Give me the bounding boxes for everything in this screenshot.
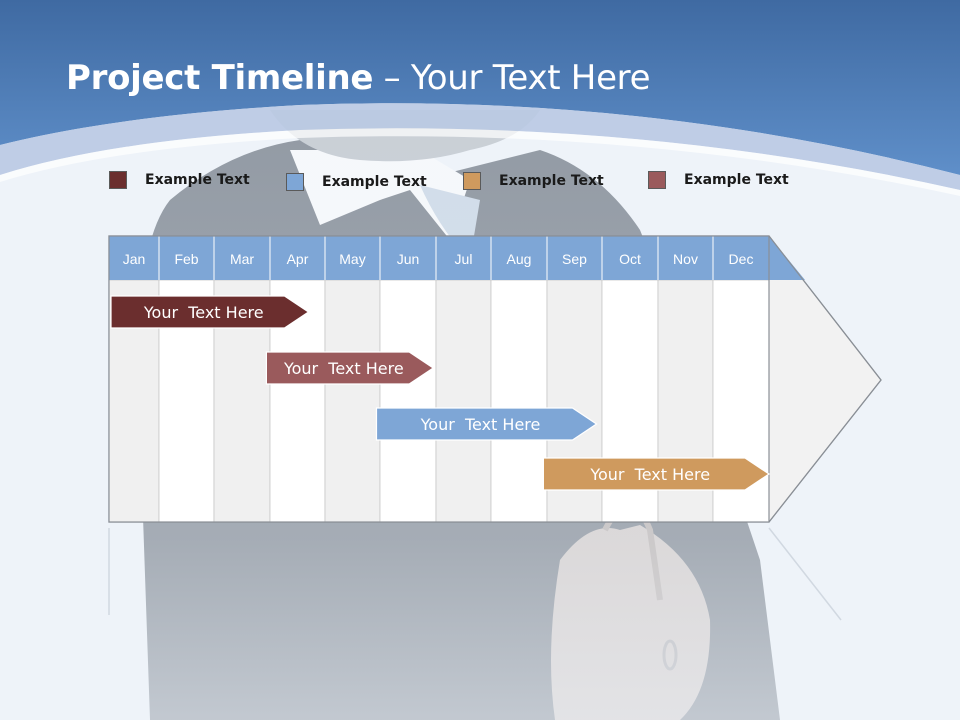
month-label-apr: Apr (287, 251, 309, 267)
legend-swatch (109, 171, 127, 189)
timeline-reflection (108, 527, 842, 621)
page-title: Project Timeline – Your Text Here (66, 58, 651, 98)
task-label-4: Your Text Here (589, 465, 710, 484)
month-label-nov: Nov (673, 251, 698, 267)
month-column (490, 279, 548, 523)
month-column (324, 279, 381, 523)
task-bar-2 (265, 351, 435, 385)
task-label-2: Your Text Here (283, 359, 404, 378)
task-bar-4 (542, 457, 771, 491)
title-subtitle: – Your Text Here (373, 58, 651, 98)
task-label-1: Your Text Here (143, 303, 264, 322)
legend-label: Example Text (499, 173, 604, 189)
legend-swatch (286, 173, 304, 191)
month-column (435, 279, 492, 523)
task-label-3: Your Text Here (420, 415, 541, 434)
legend-item-1: Example Text (109, 170, 250, 190)
month-label-aug: Aug (507, 251, 532, 267)
month-label-oct: Oct (619, 251, 641, 267)
legend-label: Example Text (322, 174, 427, 190)
month-header-strip (109, 236, 805, 280)
month-label-jul: Jul (455, 251, 473, 267)
title-bold: Project Timeline (66, 58, 374, 98)
timeline-arrow-tip (768, 235, 882, 523)
legend-item-4: Example Text (648, 170, 789, 190)
legend-swatch (463, 172, 481, 190)
task-bar-3 (375, 407, 598, 441)
legend-label: Example Text (145, 172, 250, 188)
legend-item-3: Example Text (463, 171, 604, 191)
month-label-dec: Dec (729, 251, 754, 267)
month-label-sep: Sep (562, 251, 587, 267)
legend-label: Example Text (684, 172, 789, 188)
month-label-mar: Mar (230, 251, 254, 267)
legend-item-2: Example Text (286, 172, 427, 192)
month-label-jun: Jun (397, 251, 420, 267)
timeline-frame-border (108, 235, 770, 523)
task-bar-1 (110, 295, 310, 329)
month-label-feb: Feb (174, 251, 198, 267)
month-column (379, 279, 437, 523)
legend-swatch (648, 171, 666, 189)
month-label-jan: Jan (123, 251, 146, 267)
month-label-may: May (339, 251, 365, 267)
